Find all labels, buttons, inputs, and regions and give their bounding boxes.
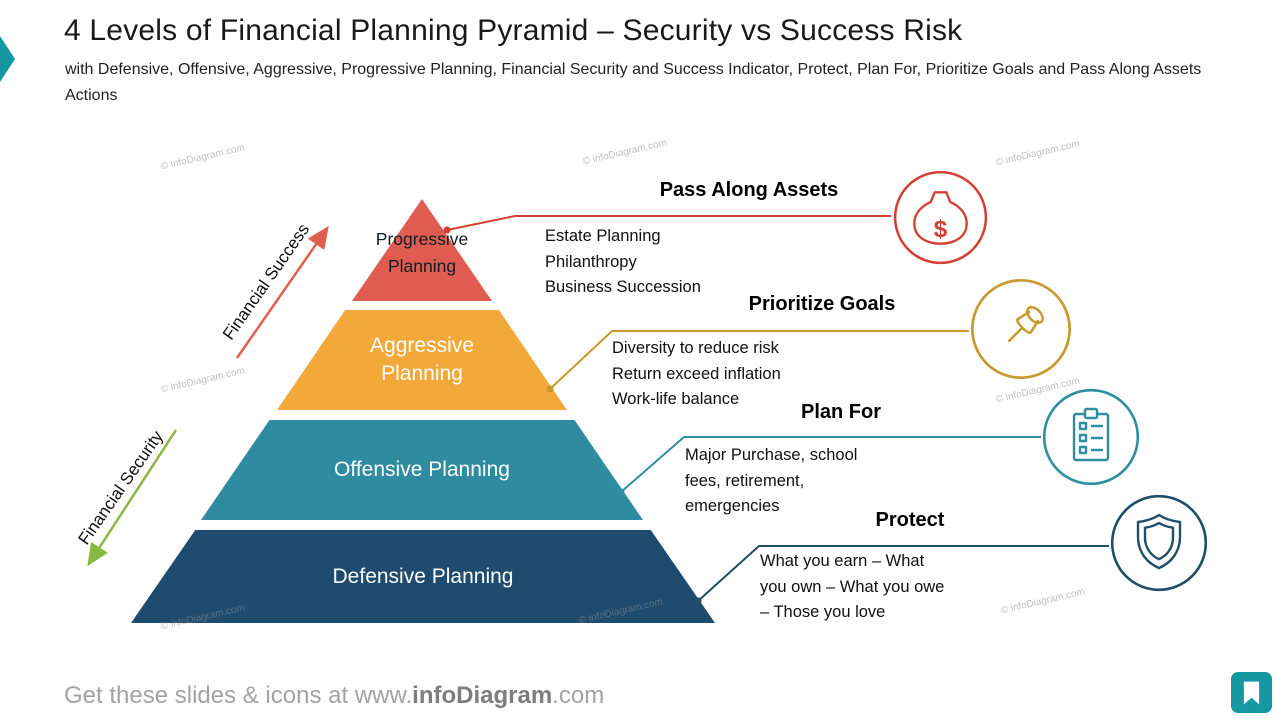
money-bag-ring: [893, 170, 988, 265]
pyramid-level-defensive: Defensive Planning: [131, 530, 715, 623]
footer-prefix: Get these slides & icons at www.: [64, 682, 413, 709]
callout-desc-protect: What you earn – What you own – What you …: [760, 552, 945, 621]
financial-security-label: Financial Security: [74, 427, 167, 549]
callout-heading-prioritize-goals: Prioritize Goals: [748, 293, 896, 315]
accent-flag-icon: [0, 36, 15, 82]
callout-heading-pass-along-assets: Pass Along Assets: [659, 179, 839, 201]
financial-success-label: Financial Success: [219, 220, 314, 344]
pyramid-level-offensive: Offensive Planning: [201, 420, 643, 520]
callout-heading-protect: Protect: [875, 509, 945, 531]
callout-desc-plan-for: Major Purchase, school fees, retirement,…: [685, 446, 858, 515]
callout-heading-plan-for: Plan For: [800, 401, 881, 423]
pyramid-level-label-defensive: Defensive Planning: [332, 564, 514, 588]
push-pin-icon: [969, 277, 1073, 381]
pyramid-level-label-offensive: Offensive Planning: [334, 458, 510, 481]
bookmark-badge: [1231, 672, 1272, 713]
page-subtitle: with Defensive, Offensive, Aggressive, P…: [65, 61, 1202, 104]
pyramid-level-aggressive: Aggressive Planning: [277, 310, 567, 410]
checklist-icon: [1041, 387, 1141, 487]
shield-icon: [1109, 493, 1209, 593]
footer-brand: infoDiagram: [412, 682, 553, 709]
footer-credit: Get these slides & icons at www.infoDiag…: [64, 682, 604, 710]
checklist-shape: [1072, 407, 1110, 462]
watermark: © infoDiagram.com: [999, 586, 1086, 617]
watermark: © infoDiagram.com: [159, 142, 246, 173]
footer-suffix: .com: [552, 682, 605, 709]
bookmark-icon: [1243, 681, 1260, 704]
watermark: © infoDiagram.com: [159, 365, 246, 396]
dollar-glyph: $: [934, 216, 948, 243]
push-pin-shape: [1007, 306, 1044, 343]
callout-desc-prioritize-goals: Diversity to reduce risk Return exceed i…: [612, 339, 781, 408]
callout-desc-pass-along-assets: Estate Planning Philanthropy Business Su…: [545, 227, 701, 296]
shield-ring: [1110, 494, 1208, 592]
money-bag-icon: $: [892, 169, 989, 266]
pyramid-level-label-progressive: Progressive Planning: [375, 229, 469, 276]
watermark: © infoDiagram.com: [994, 138, 1081, 169]
money-bag-shape: [913, 191, 968, 245]
shield-shape: [1136, 513, 1182, 570]
page-title: 4 Levels of Financial Planning Pyramid –…: [64, 14, 963, 47]
watermark: © infoDiagram.com: [581, 137, 668, 168]
pyramid-level-label-aggressive: Aggressive Planning: [370, 334, 474, 385]
